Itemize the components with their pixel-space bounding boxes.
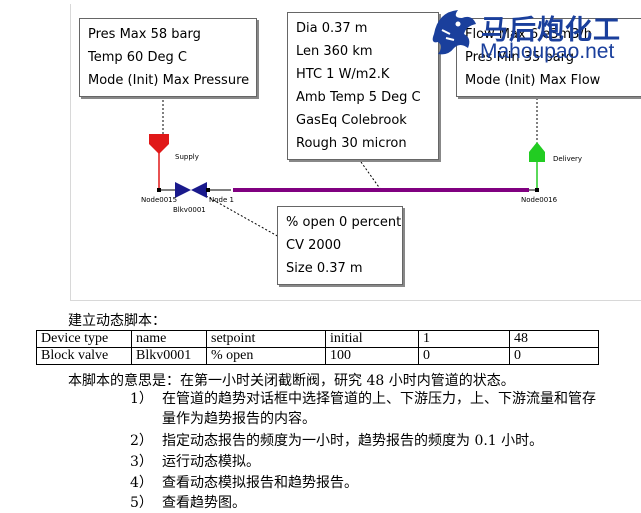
valve-icon-left[interactable] [175, 182, 191, 198]
step-number: 5） [130, 495, 153, 511]
step-text: 查看趋势图。 [162, 495, 246, 511]
pipe-prop: GasEq Colebrook [296, 113, 407, 128]
valve-properties-box[interactable]: % open 0 percent CV 2000 Size 0.37 m [277, 206, 403, 285]
pipe-prop: Len 360 km [296, 44, 373, 59]
table-cell: Blkv0001 [131, 347, 207, 365]
table-cell: 1 [418, 330, 510, 348]
logo-chinese-text: 马后炮化工 [481, 15, 621, 46]
delivery-prop: Flow Max 6 e3m3/h [465, 27, 593, 42]
supply-prop: Pres Max 58 barg [88, 27, 201, 42]
supply-label: Supply [175, 153, 199, 161]
table-cell: 0 [418, 347, 510, 365]
table-cell: Block valve [36, 347, 132, 365]
table-cell: Device type [36, 330, 132, 348]
pipe-properties-box[interactable]: Dia 0.37 m Len 360 km HTC 1 W/m2.K Amb T… [287, 12, 439, 160]
list-item: 4） 查看动态模拟报告和趋势报告。 [130, 473, 610, 493]
pipe-leader [360, 161, 382, 191]
supply-prop: Mode (Init) Max Pressure [88, 73, 250, 88]
valve-prop: % open 0 percent [286, 215, 402, 230]
list-item: 2） 指定动态报告的频度为一小时，趋势报告的频度为 0.1 小时。 [130, 431, 610, 451]
step-number: 2） [130, 433, 153, 449]
dynamic-script-table: Device type name setpoint initial 1 48 B… [36, 330, 599, 365]
node-0016-label: Node0016 [521, 196, 558, 204]
logo-url-text: Mahoupao.net [480, 40, 615, 63]
supply-prop: Temp 60 Deg C [88, 50, 187, 65]
valve-label: Blkv0001 [173, 206, 206, 214]
pipe-prop: HTC 1 W/m2.K [296, 67, 390, 82]
dragon-logo-icon [432, 10, 476, 55]
table-cell: initial [325, 330, 419, 348]
script-meaning: 本脚本的意思是：在第一小时关闭截断阀，研究 48 小时内管道的状态。 [68, 373, 515, 389]
valve-icon-right[interactable] [191, 182, 207, 198]
step-number: 4） [130, 475, 153, 491]
valve-prop: CV 2000 [286, 238, 342, 253]
pipe-prop: Dia 0.37 m [296, 21, 368, 36]
site-logo: 马后炮化工 Mahoupao.net [428, 2, 640, 64]
step-text: 运行动态模拟。 [162, 454, 260, 470]
step-number: 3） [130, 454, 153, 470]
table-cell: 48 [509, 330, 599, 348]
node-0015-marker[interactable] [157, 188, 161, 192]
table-row: Block valve Blkv0001 % open 100 0 0 [36, 347, 599, 365]
pipe-prop: Rough 30 micron [296, 136, 407, 151]
table-cell: name [131, 330, 207, 348]
node-0015-label: Node0015 [141, 196, 178, 204]
node-1-marker[interactable] [206, 188, 210, 192]
step-text: 在管道的趋势对话框中选择管道的上、下游压力，上、下游流量和管存量作为趋势报告的内… [162, 391, 596, 427]
supply-properties-box[interactable]: Pres Max 58 barg Temp 60 Deg C Mode (Ini… [79, 18, 257, 97]
list-item: 3） 运行动态模拟。 [130, 452, 610, 472]
diagram-canvas [149, 88, 545, 239]
node-0016-marker[interactable] [535, 188, 539, 192]
pipe-prop: Amb Temp 5 Deg C [296, 90, 421, 105]
table-cell: 100 [325, 347, 419, 365]
step-text: 指定动态报告的频度为一小时，趋势报告的频度为 0.1 小时。 [162, 433, 544, 449]
list-item: 1） 在管道的趋势对话框中选择管道的上、下游压力，上、下游流量和管存量作为趋势报… [130, 389, 610, 429]
valve-prop: Size 0.37 m [286, 261, 363, 276]
step-text: 查看动态模拟报告和趋势报告。 [162, 475, 358, 491]
table-cell: 0 [509, 347, 599, 365]
delivery-icon[interactable] [529, 142, 545, 162]
node-1-label: Node 1 [209, 196, 234, 204]
network-diagram: Pres Max 58 barg Temp 60 Deg C Mode (Ini… [70, 4, 641, 301]
delivery-label: Delivery [553, 155, 583, 163]
table-cell: setpoint [206, 330, 326, 348]
list-item: 5） 查看趋势图。 [130, 493, 610, 512]
step-number: 1） [130, 391, 153, 407]
table-row: Device type name setpoint initial 1 48 [36, 330, 599, 348]
delivery-properties-box[interactable]: Flow Max 6 e3m3/h Pres Min 35 barg Mode … [456, 18, 641, 97]
section-title: 建立动态脚本： [68, 313, 166, 329]
delivery-prop: Mode (Init) Max Flow [465, 73, 601, 88]
supply-icon[interactable] [149, 134, 169, 154]
delivery-prop: Pres Min 35 barg [465, 50, 575, 65]
table-cell: % open [206, 347, 326, 365]
